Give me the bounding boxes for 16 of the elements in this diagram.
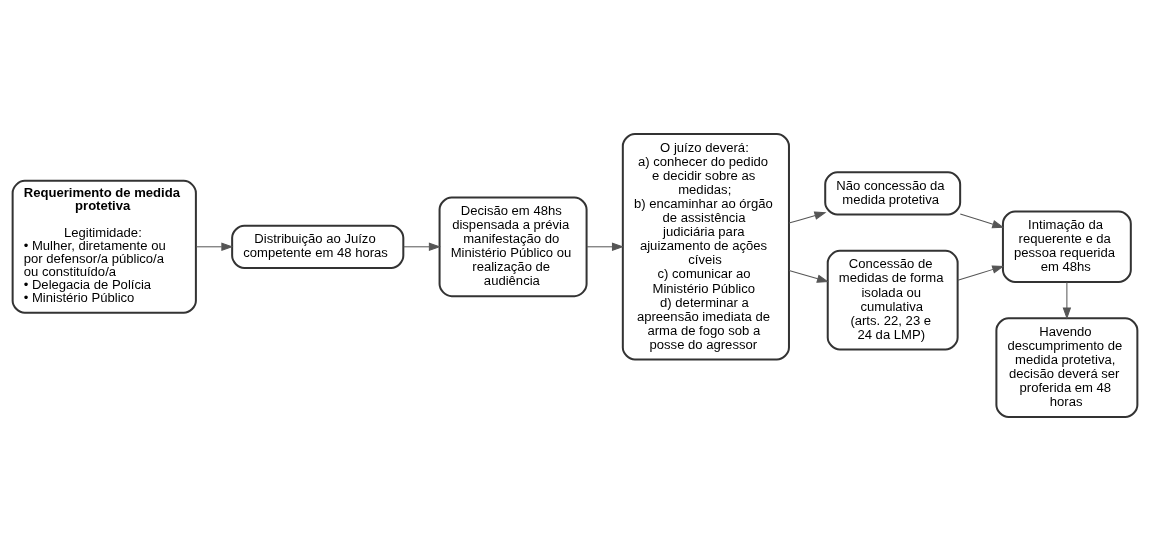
arrow [959, 213, 1005, 229]
node-box: Havendo descumprimento de medida protetiva, decisão deverá ser proferida em 48 horas [995, 317, 1139, 418]
node-box: Distribuição ao Juízo competente em 48 horas [231, 224, 405, 269]
arrow [788, 211, 827, 224]
arrow [957, 265, 1005, 281]
node-box: O juízo deverá: a) conhecer do pedido e decidir sobre as medidas; b) encaminhar ao órgão de assistência judiciária para ajuizamento de ações cíveis c) comunicar ao Ministério Público d) determinar a apreensão imediata de arma de fogo sob a posse do agressor [621, 133, 790, 361]
node-box: Concessão de medidas de forma isolada ou cumulativa (arts. 22, 23 e 24 da LMP) [826, 249, 959, 351]
arrow [1062, 281, 1072, 320]
arrow [586, 242, 625, 252]
node-box: Requerimento de medida protetiva Legitimidade: • Mulher, diretamente ou por defensor/a público/a ou constituído/a • Delegacia de Polícia • Ministério Público [11, 179, 197, 314]
arrow [403, 242, 441, 252]
arrow [195, 242, 234, 252]
node-box: Intimação da requerente e da pessoa requerida em 48hs [1001, 210, 1132, 284]
arrow [788, 270, 830, 283]
node-box: Não concessão da medida protetiva [824, 171, 962, 216]
node-box: Decisão em 48hs dispensada a prévia manifestação do Ministério Público ou realização de audiência [438, 196, 588, 298]
